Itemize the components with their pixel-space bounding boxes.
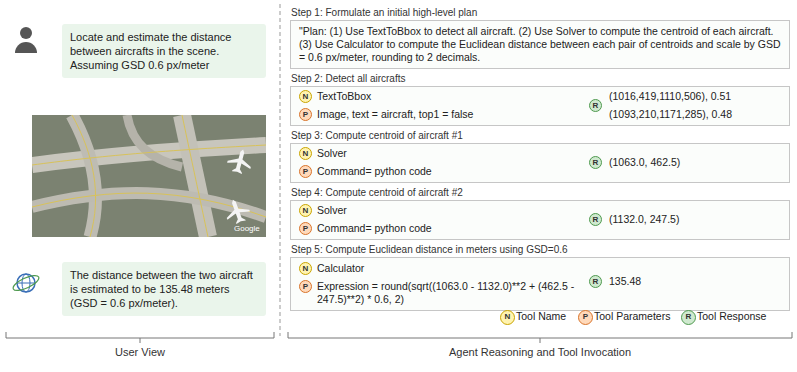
legend-badge-text: P	[579, 311, 592, 322]
step-text: (1132.0, 247.5)	[609, 213, 779, 226]
chat-bubble: The distance between the two aircraft is…	[62, 262, 266, 316]
tool-badge: P	[299, 222, 312, 235]
step-text: Command= python code	[317, 165, 579, 178]
globe	[17, 274, 35, 292]
step-text: Command= python code	[317, 222, 579, 235]
legend-badge: R	[681, 310, 696, 325]
legend-badge-text: R	[682, 311, 695, 322]
tool-badge: R	[589, 99, 602, 112]
step-text: Expression = round(sqrt((1063.0 - 1132.0…	[317, 280, 579, 306]
tool-badge: P	[299, 165, 312, 178]
badge-letter: P	[300, 166, 311, 177]
bracket	[6, 332, 274, 343]
badge-letter: P	[300, 223, 311, 234]
step-text: (1063.0, 462.5)	[609, 156, 779, 169]
step-box: Step 1: Formulate an initial high-level …	[290, 20, 790, 69]
aircraft-shape	[222, 196, 253, 227]
bracket	[288, 332, 792, 343]
tool-badge: P	[299, 108, 312, 121]
message-text: The distance between the two aircraft is…	[70, 268, 258, 310]
centerline	[182, 115, 208, 237]
badge-letter: R	[590, 276, 601, 287]
globe-orbit	[11, 273, 41, 294]
step-box: Step 3: Compute centroid of aircraft #1S…	[290, 143, 790, 183]
centerline	[72, 115, 96, 237]
tool-badge: R	[589, 275, 602, 288]
aircraft	[222, 196, 253, 227]
watermark: Google	[234, 224, 260, 233]
legend-text: Tool Name	[516, 310, 566, 323]
legend-text: Tool Parameters	[594, 310, 670, 323]
step-text: Solver	[317, 204, 579, 217]
step-text: TextToBbox	[317, 90, 579, 103]
tool-badge: N	[299, 262, 312, 275]
badge-letter: R	[590, 157, 601, 168]
centerline	[32, 193, 266, 217]
badge-letter: P	[300, 281, 311, 292]
step-heading: Step 1: Formulate an initial high-level …	[291, 7, 477, 19]
step-box: Step 4: Compute centroid of aircraft #2S…	[290, 200, 790, 240]
step-text: Calculator	[317, 262, 579, 275]
user-body	[15, 42, 37, 53]
step-box: Step 2: Detect all aircraftsTextToBboxIm…	[290, 86, 790, 126]
step-heading: Step 3: Compute centroid of aircraft #1	[291, 130, 463, 142]
step-text: Image, text = aircraft, top1 = false	[317, 108, 579, 121]
chat-bubble: Locate and estimate the distance between…	[62, 24, 266, 78]
tool-badge: N	[299, 204, 312, 217]
tool-badge: R	[589, 156, 602, 169]
legend-text: Tool Response	[697, 310, 766, 323]
ground	[32, 115, 266, 237]
globe-icon	[11, 273, 41, 294]
watermark-text: Google	[234, 224, 260, 233]
aerial-image	[32, 115, 266, 237]
badge-letter: N	[300, 205, 311, 216]
section-title: Agent Reasoning and Tool Invocation	[390, 346, 690, 358]
badge-letter: N	[300, 91, 311, 102]
globe-equator	[17, 283, 35, 284]
taxiway	[127, 115, 182, 167]
section-title: User View	[60, 346, 220, 358]
aircraft	[225, 146, 254, 175]
divider	[280, 4, 281, 336]
badge-letter: R	[590, 214, 601, 225]
user-icon	[15, 27, 37, 53]
step-text: (1093,210,1171,285), 0.48	[609, 108, 779, 121]
taxiway	[32, 193, 266, 217]
step-heading: Step 2: Detect all aircrafts	[291, 73, 406, 85]
legend-badge: N	[500, 310, 515, 325]
step-text: "Plan: (1) Use TextToBbox to detect all …	[299, 25, 783, 64]
step-heading: Step 5: Compute Euclidean distance in me…	[291, 244, 568, 256]
step-box: Step 5: Compute Euclidean distance in me…	[290, 257, 790, 311]
section-title-text: Agent Reasoning and Tool Invocation	[449, 346, 631, 358]
step-heading: Step 4: Compute centroid of aircraft #2	[291, 187, 463, 199]
tool-badge: N	[299, 90, 312, 103]
aircraft-shape	[225, 146, 254, 175]
badge-letter: R	[590, 100, 601, 111]
legend-badge: P	[578, 310, 593, 325]
badge-letter: P	[300, 109, 311, 120]
badge-letter: N	[300, 263, 311, 274]
tool-badge: P	[299, 280, 312, 293]
step-text: Solver	[317, 147, 579, 160]
section-title-text: User View	[115, 346, 165, 358]
legend-badge-text: N	[501, 311, 514, 322]
badge-letter: N	[300, 148, 311, 159]
taxiway	[182, 115, 208, 237]
step-text: 135.48	[609, 275, 779, 288]
taxiway	[72, 115, 96, 237]
tool-badge: R	[589, 213, 602, 226]
message-text: Locate and estimate the distance between…	[70, 30, 258, 72]
tool-badge: N	[299, 147, 312, 160]
step-text: (1016,419,1110,506), 0.51	[609, 90, 779, 103]
user-head	[20, 27, 32, 39]
